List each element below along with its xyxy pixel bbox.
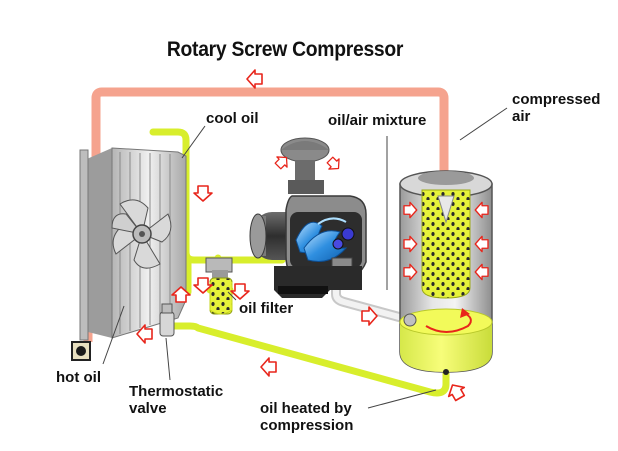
separator-tank [399, 170, 493, 375]
oil-cooler [79, 147, 187, 341]
label-thermostatic-valve: Thermostatic valve [129, 383, 223, 417]
label-compressed-air: compressed air [512, 91, 600, 125]
label-compressed-air-line1: compressed [512, 91, 601, 108]
thermostatic-valve [159, 303, 175, 337]
label-cool-oil: cool oil [206, 110, 259, 127]
compressed-air-pipe [91, 87, 449, 172]
label-oil-heated-by-compression: oil heated by compression [260, 400, 353, 434]
flow-arrow-icon [230, 283, 250, 300]
flow-arrow-icon [246, 69, 263, 89]
flow-arrow-icon [324, 154, 345, 175]
rotation-arrow-icon [425, 308, 472, 333]
flow-arrow-icon [193, 185, 213, 202]
label-oil-heated-line1: oil heated by [260, 400, 352, 417]
label-oil-air-mixture: oil/air mixture [328, 112, 427, 129]
label-hot-oil: hot oil [56, 369, 101, 386]
screw-rotor-icon [295, 217, 348, 262]
label-compressed-air-line2: air [512, 108, 531, 125]
label-oil-heated-line2: compression [260, 417, 354, 434]
flow-arrow-icon [260, 357, 277, 377]
label-thermostatic-valve-line1: Thermostatic [129, 383, 224, 400]
label-oil-filter: oil filter [239, 300, 294, 317]
label-thermostatic-valve-line2: valve [129, 400, 167, 417]
leader-lines [102, 107, 508, 409]
diagram-title: Rotary Screw Compressor [166, 38, 404, 61]
screw-compressor [249, 137, 367, 298]
hot-oil-connector [71, 341, 91, 361]
cooling-fan-icon [111, 199, 172, 269]
oil-filter [205, 257, 233, 315]
